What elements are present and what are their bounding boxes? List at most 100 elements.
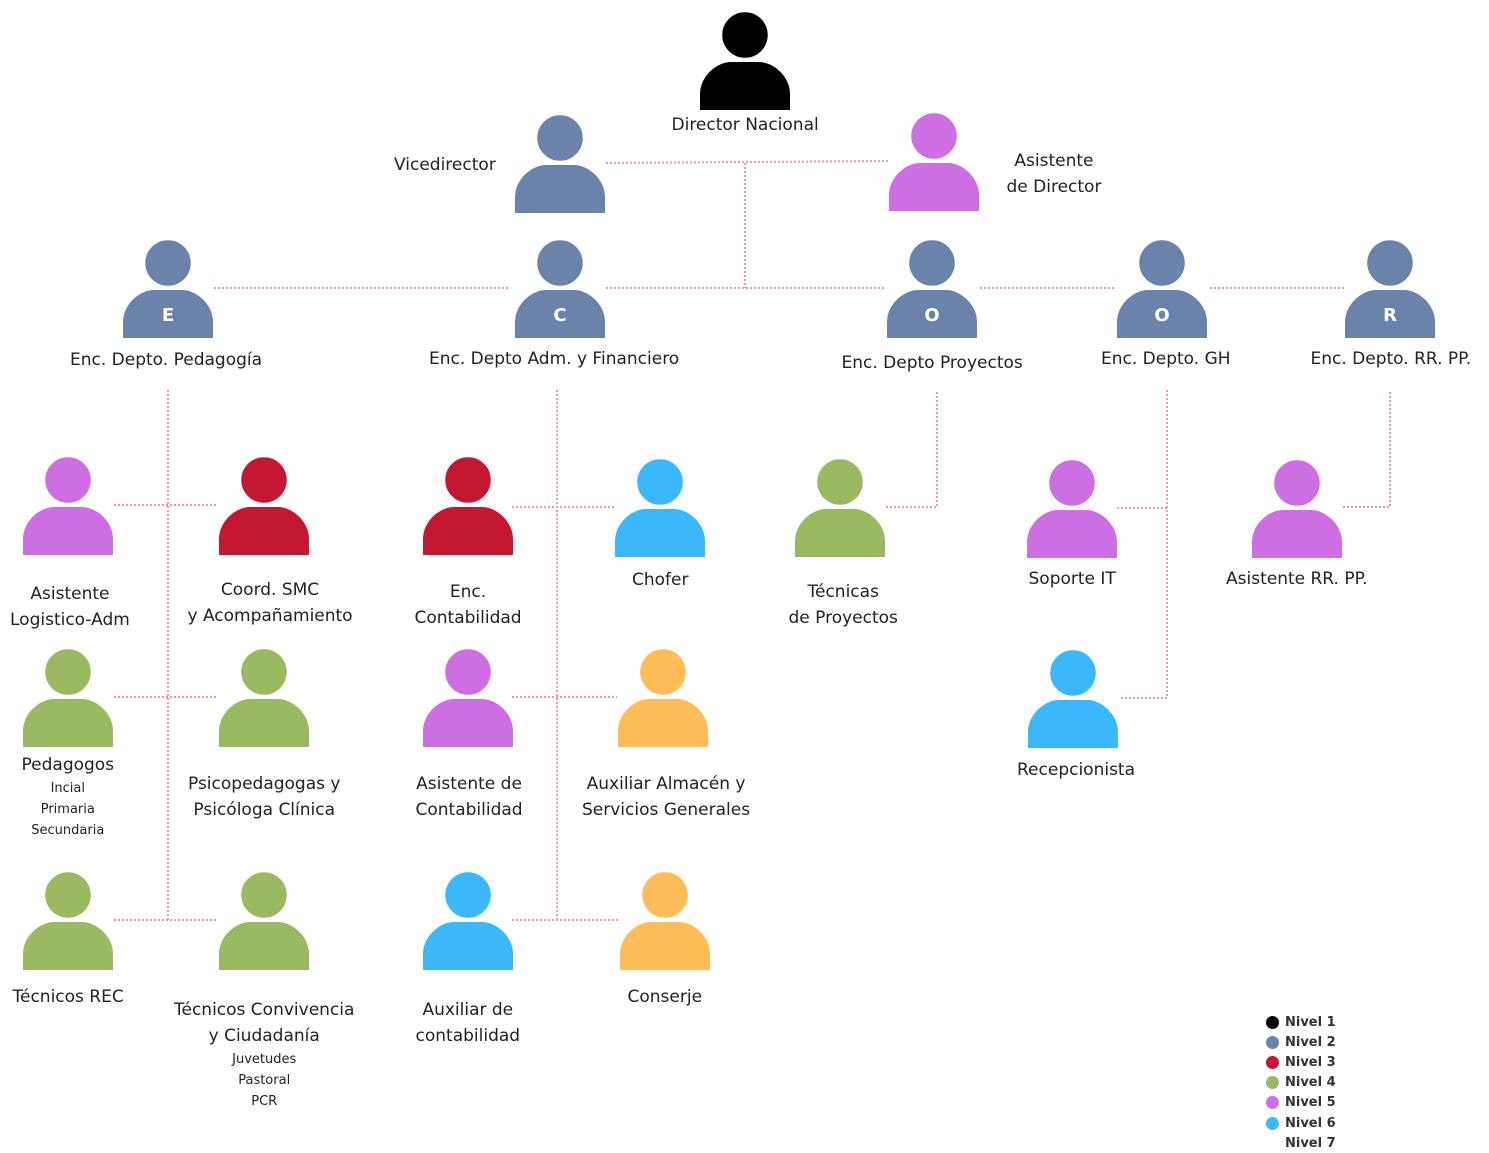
depto-adm-label: Enc. Depto Adm. y Financiero — [429, 346, 679, 372]
asistente-rrpp-label: Asistente RR. PP. — [1226, 566, 1368, 592]
legend-item: Nivel 5 — [1266, 1093, 1336, 1113]
soporte-it-person-icon — [1027, 457, 1117, 558]
label-sub-line: Juvetudes — [232, 1052, 297, 1067]
connector-line — [1119, 390, 1168, 699]
label-line: Enc. Depto. GH — [1101, 349, 1231, 369]
label-line: Pedagogos — [21, 755, 115, 775]
legend-item: Nivel 7 — [1266, 1133, 1336, 1153]
legend-dot — [1266, 1096, 1279, 1110]
depto-adm-person-icon: C — [515, 237, 605, 338]
connector-line — [886, 392, 938, 508]
legend-label: Nivel 2 — [1285, 1034, 1336, 1050]
chofer-person-icon — [615, 456, 705, 557]
label-line: Logistico-Adm — [10, 610, 130, 630]
label-line: de Proyectos — [788, 608, 898, 628]
legend-item: Nivel 6 — [1266, 1113, 1336, 1133]
label-line: Auxiliar de — [422, 1000, 514, 1020]
label-line: Coord. SMC — [220, 580, 320, 600]
depto-proyectos-person-icon: O — [887, 237, 977, 338]
label-line: Enc. — [449, 582, 487, 602]
enc-contabilidad-label: Enc. Contabilidad — [415, 579, 522, 631]
director-person-icon — [700, 9, 790, 110]
tecnicos-convivencia-person-icon — [219, 869, 309, 970]
label-line: Técnicos REC — [12, 987, 124, 1007]
depto-adm-letter: C — [553, 305, 566, 326]
asistente-director-person-icon — [889, 110, 979, 211]
label-sub-line: Secundaria — [31, 823, 105, 838]
legend-item: Nivel 4 — [1266, 1073, 1336, 1093]
label-sub-line: Primaria — [40, 802, 95, 817]
legend-label: Nivel 4 — [1285, 1075, 1336, 1091]
label-line: Conserje — [627, 987, 703, 1007]
depto-gh-person-icon: O — [1117, 237, 1207, 338]
label-line: Psicóloga Clínica — [193, 800, 336, 820]
conserje-label: Conserje — [628, 984, 703, 1010]
asistente-logistico-person-icon — [23, 454, 113, 555]
legend-label: Nivel 3 — [1285, 1054, 1336, 1070]
label-line: Soporte IT — [1028, 569, 1116, 589]
label-line: Enc. Depto. Pedagogía — [70, 350, 263, 370]
label-sub-line: PCR — [251, 1094, 278, 1109]
legend-label: Nivel 1 — [1285, 1014, 1336, 1030]
legend-label: Nivel 5 — [1285, 1095, 1336, 1111]
legend: Nivel 1 Nivel 2 Nivel 3 Nivel 4 Nivel 5 Nivel… — [1266, 1012, 1336, 1153]
tecnicas-proyectos-person-icon — [795, 456, 885, 557]
depto-pedagogia-letter: E — [162, 305, 174, 326]
legend-dot — [1266, 1116, 1279, 1130]
depto-proyectos-letter: O — [924, 305, 939, 326]
label-line: Técnicos Convivencia — [174, 1000, 355, 1020]
label-sub-line: Incial — [50, 781, 85, 796]
label-line: Vicedirector — [394, 155, 496, 175]
label-line: Contabilidad — [414, 608, 522, 628]
asistente-rrpp-person-icon — [1252, 457, 1342, 558]
legend-item: Nivel 2 — [1266, 1032, 1336, 1052]
legend-item: Nivel 3 — [1266, 1052, 1336, 1072]
legend-label: Nivel 6 — [1285, 1115, 1336, 1131]
depto-rrpp-label: Enc. Depto. RR. PP. — [1311, 346, 1472, 372]
connector-line — [1341, 392, 1391, 508]
label-line: Enc. Depto. RR. PP. — [1310, 349, 1472, 369]
depto-proyectos-label: Enc. Depto Proyectos — [842, 350, 1023, 376]
label-line: Asistente RR. PP. — [1226, 569, 1368, 589]
label-line: Servicios Generales — [582, 800, 751, 820]
label-sub-line: Pastoral — [238, 1073, 291, 1088]
label-line: Director Nacional — [671, 115, 819, 135]
label-line: Asistente de — [416, 774, 522, 794]
legend-dot — [1266, 1035, 1279, 1049]
label-line: de Director — [1006, 177, 1102, 197]
tecnicos-rec-person-icon — [23, 869, 113, 970]
auxiliar-almacen-person-icon — [618, 646, 708, 747]
vicedirector-label: Vicedirector — [394, 152, 496, 178]
depto-gh-label: Enc. Depto. GH — [1101, 346, 1231, 372]
pedagogos-person-icon — [23, 646, 113, 747]
label-line: Chofer — [632, 570, 689, 590]
legend-dot — [1266, 1137, 1279, 1150]
auxiliar-contabilidad-label: Auxiliar de contabilidad — [416, 997, 521, 1049]
legend-dot — [1266, 1055, 1279, 1069]
label-line: y Ciudadanía — [208, 1026, 320, 1046]
asistente-contabilidad-person-icon — [423, 646, 513, 747]
conserje-person-icon — [620, 869, 710, 970]
connector-line — [605, 160, 889, 164]
enc-contabilidad-person-icon — [423, 454, 513, 555]
soporte-it-label: Soporte IT — [1029, 566, 1116, 592]
label-line: contabilidad — [415, 1026, 521, 1046]
depto-rrpp-letter: R — [1383, 305, 1397, 326]
label-line: Recepcionista — [1017, 760, 1136, 780]
auxiliar-contabilidad-person-icon — [423, 869, 513, 970]
asistente-contabilidad-label: Asistente de Contabilidad — [416, 771, 523, 823]
depto-pedagogia-person-icon: E — [123, 237, 213, 338]
recepcionista-label: Recepcionista — [1017, 757, 1135, 783]
coord-smc-person-icon — [219, 454, 309, 555]
label-line: Psicopedagogas y — [188, 774, 341, 794]
label-line: Enc. Depto Proyectos — [841, 353, 1023, 373]
label-line: Contabilidad — [415, 800, 523, 820]
